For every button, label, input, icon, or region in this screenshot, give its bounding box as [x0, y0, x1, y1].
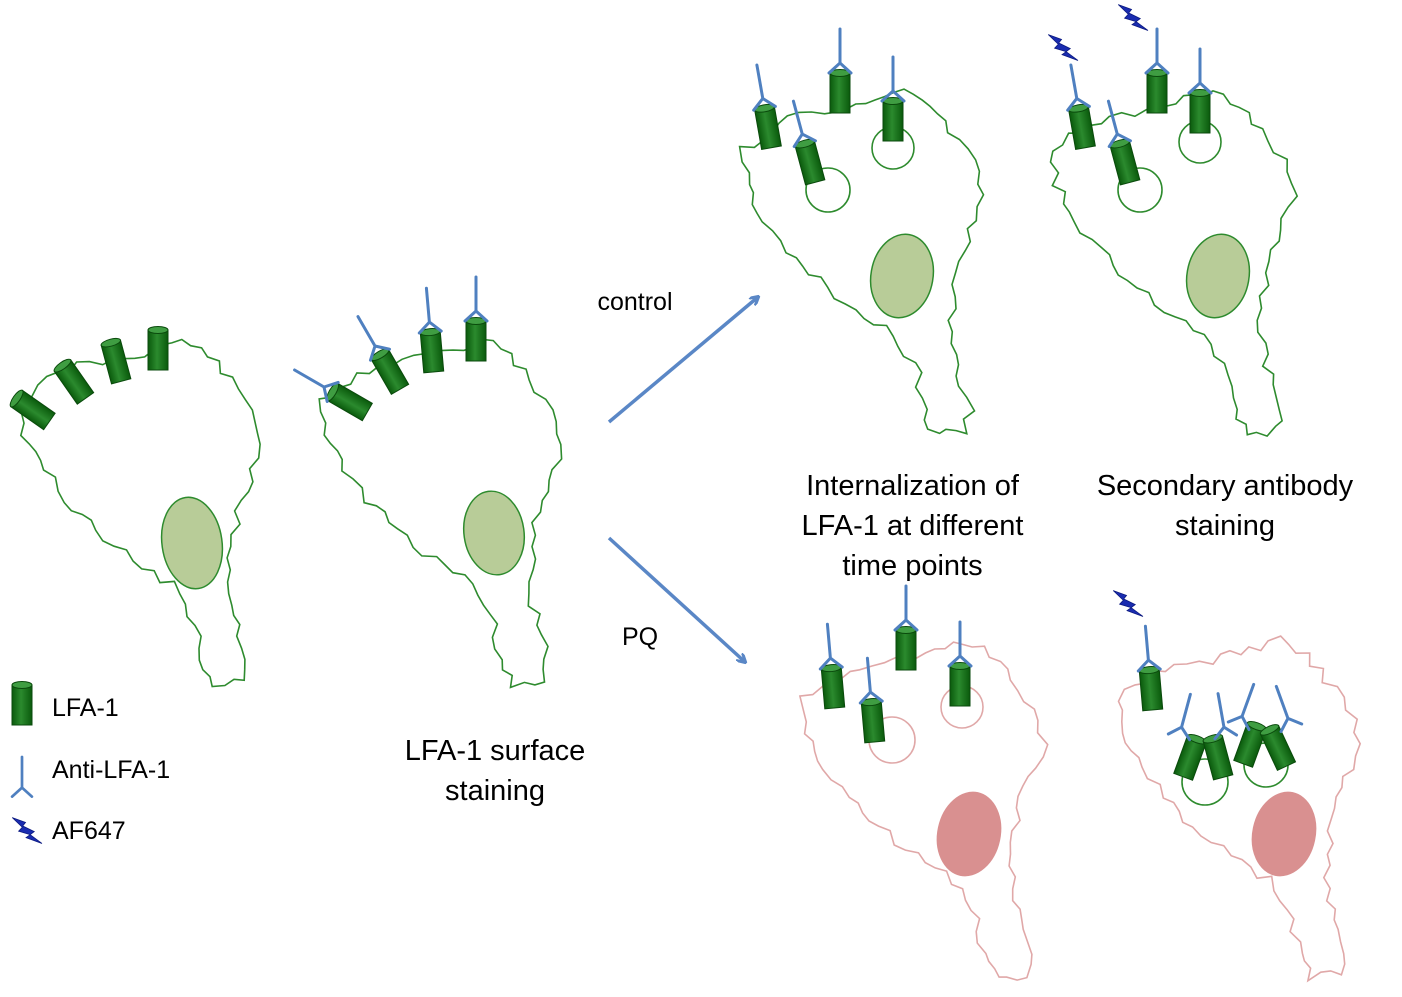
antibody-c4-1	[1066, 63, 1091, 112]
receptor-c5-3	[860, 697, 886, 744]
label-internalization-line-3: time points	[842, 550, 983, 582]
antibody-c4-2	[1144, 27, 1170, 75]
receptor-c4-1	[1068, 103, 1096, 151]
label-surface-staining: LFA-1 surface staining	[380, 731, 610, 811]
label-control-arrow: control	[597, 288, 673, 316]
nucleus-unstained	[160, 496, 224, 590]
antibody-c4-3	[1106, 99, 1132, 149]
endosome-c4-1	[1117, 167, 1163, 213]
receptor-c1-4	[147, 326, 169, 371]
cell-pq-internal-outline	[798, 641, 1049, 981]
cell-control-internal-outline	[738, 88, 985, 435]
antibody-c3-3	[791, 99, 817, 149]
legend-antibody-icon	[10, 755, 34, 798]
antibody-c6-2	[1166, 692, 1192, 742]
antibody-c4-4	[1187, 47, 1213, 95]
dye-c4-1	[1047, 34, 1079, 61]
receptor-c2-4	[465, 317, 487, 362]
receptor-c1-3	[100, 337, 132, 385]
antibody-c3-4	[880, 55, 906, 103]
antibody-c6-4	[1226, 682, 1256, 732]
nucleus-pq-secondary	[1251, 791, 1317, 877]
nucleus-pq-internal	[936, 791, 1002, 877]
receptor-c1-1	[9, 389, 56, 431]
endosome-c6-1	[1181, 758, 1229, 806]
cell-unstained-outline	[19, 338, 261, 688]
receptor-c5-2	[895, 626, 917, 671]
label-internalization-line-2: LFA-1 at different	[801, 510, 1024, 542]
arrow-pq	[607, 536, 745, 662]
receptor-c3-2	[829, 69, 851, 114]
legend-lfa1-receptor-icon	[11, 681, 33, 726]
receptor-c1-2	[53, 358, 95, 405]
label-pq-arrow: PQ	[621, 623, 659, 651]
receptor-c6-5	[1259, 724, 1297, 772]
antibody-c6-3	[1213, 692, 1239, 741]
nucleus-control-internal	[869, 233, 935, 319]
receptor-c6-3	[1202, 733, 1234, 781]
legend-label-af647: AF647	[52, 817, 126, 845]
antibody-c6-5	[1274, 684, 1304, 734]
legend-lightning-icon	[11, 817, 43, 844]
dye-c6-1	[1112, 590, 1144, 617]
receptor-c4-4	[1189, 89, 1211, 134]
label-internalization-line-1: Internalization of	[806, 470, 1019, 502]
antibody-c3-2	[827, 27, 853, 75]
legend-label-anti-lfa1: Anti-LFA-1	[52, 756, 171, 784]
label-internalization: Internalization of LFA-1 at different ti…	[775, 466, 1050, 586]
legend-label-lfa1: LFA-1	[52, 694, 119, 722]
label-secondary-staining: Secondary antibody staining	[1070, 466, 1380, 546]
label-surface-line-1: LFA-1 surface	[404, 735, 586, 767]
antibody-c3-1	[752, 63, 777, 112]
endosome-c3-1	[805, 167, 851, 213]
cell-surface-outline	[318, 338, 563, 689]
antibody-c5-3	[858, 656, 884, 705]
antibody-c5-2	[893, 584, 919, 632]
receptor-c6-1	[1138, 665, 1164, 712]
antibody-c5-4	[947, 620, 973, 668]
antibody-c5-1	[818, 622, 844, 671]
receptor-c4-2	[1146, 69, 1168, 114]
receptor-c2-2	[370, 348, 410, 396]
receptor-c4-3	[1109, 138, 1141, 186]
receptor-c3-1	[754, 103, 782, 151]
receptor-c5-1	[820, 663, 846, 710]
receptor-c3-3	[794, 138, 826, 186]
antibody-c6-1	[1136, 624, 1162, 673]
receptor-c6-4	[1233, 720, 1267, 768]
antibody-c2-3	[417, 286, 443, 335]
receptor-c2-1	[326, 382, 374, 422]
antibody-c2-2	[356, 315, 392, 362]
receptor-c3-4	[882, 97, 904, 142]
label-secondary-line-1: Secondary antibody	[1096, 470, 1354, 502]
receptor-c5-4	[949, 662, 971, 707]
nucleus-control-secondary	[1185, 233, 1251, 319]
receptor-c2-3	[419, 327, 445, 374]
arrow-control	[607, 297, 758, 424]
receptor-c6-2	[1173, 733, 1207, 781]
cell-pq-secondary-outline	[1117, 635, 1362, 983]
nucleus-surface	[462, 490, 526, 576]
label-surface-line-2: staining	[445, 775, 545, 807]
antibody-c2-1	[293, 368, 340, 404]
label-secondary-line-2: staining	[1175, 510, 1275, 542]
dye-c4-2	[1117, 4, 1149, 31]
antibody-c2-4	[463, 275, 489, 323]
